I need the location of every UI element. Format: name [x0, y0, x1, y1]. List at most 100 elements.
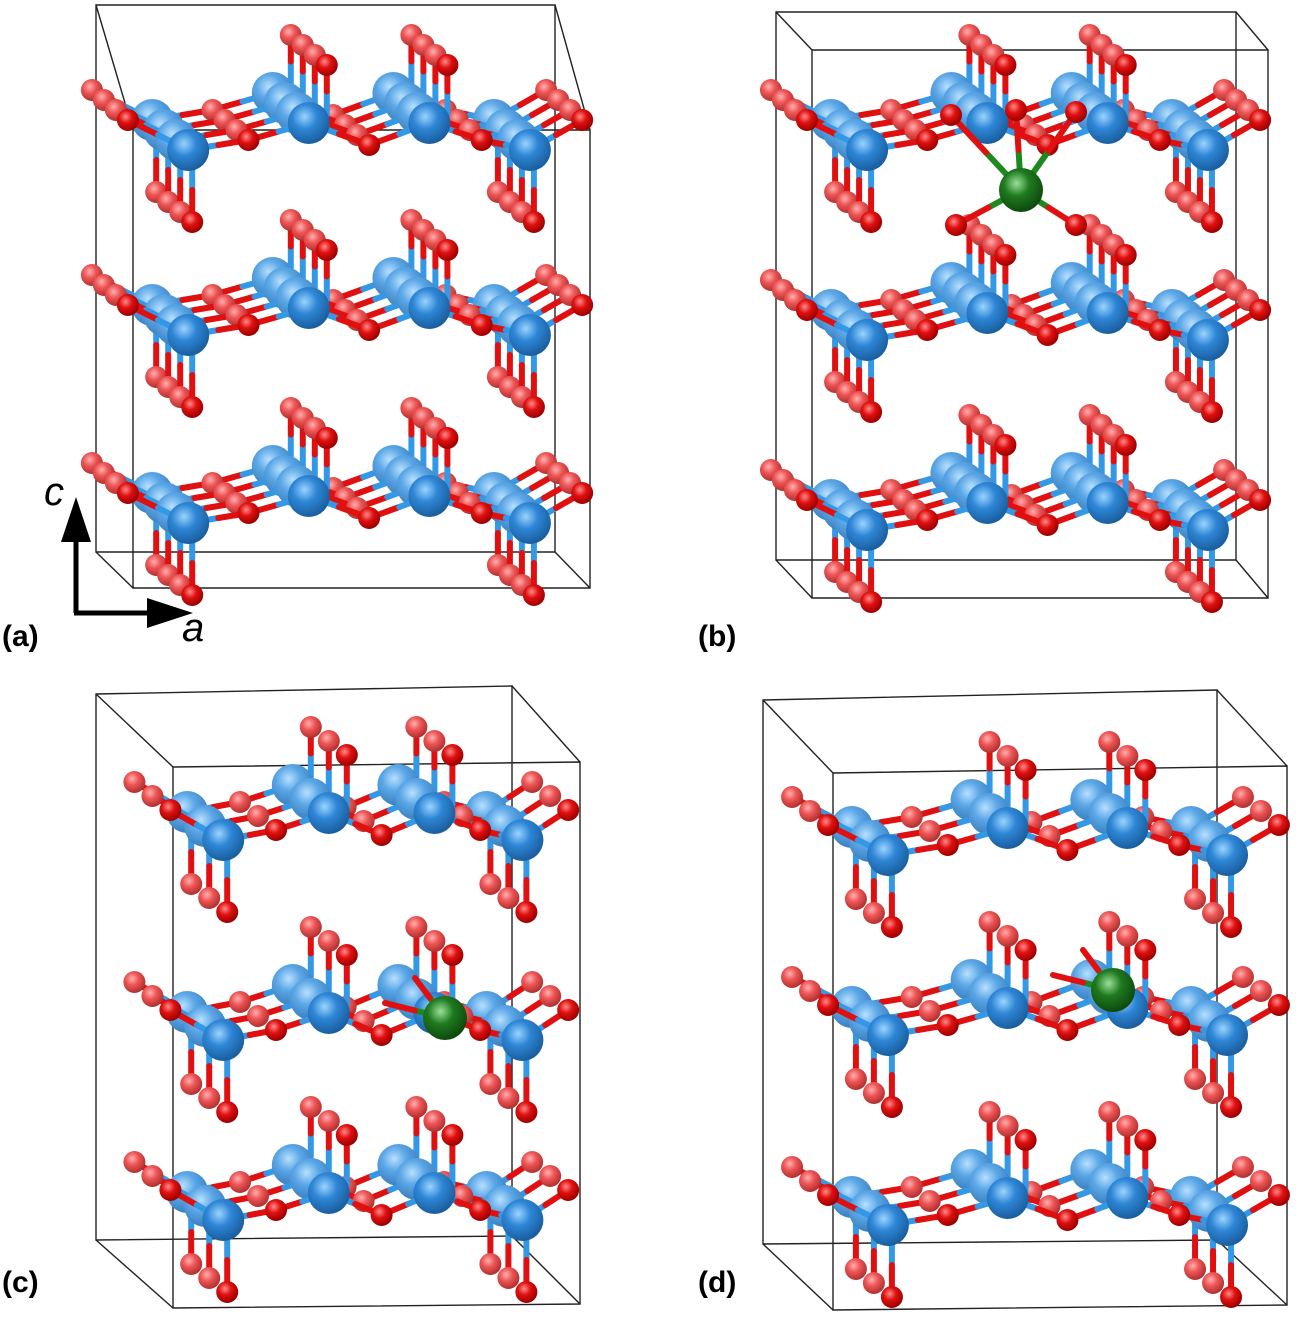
dopant-site	[1050, 947, 1135, 1012]
oxygen-atom	[159, 999, 182, 1021]
oxygen-atom	[781, 1156, 804, 1178]
oxygen-atom	[1168, 834, 1191, 856]
oxygen-atom	[247, 1005, 269, 1027]
oxide-layer	[123, 1096, 580, 1303]
metal-atom	[866, 1204, 909, 1246]
metal-atom	[1106, 1177, 1149, 1219]
oxygen-atom	[1116, 745, 1139, 767]
oxygen-atom	[497, 887, 520, 909]
oxygen-atom	[515, 1281, 538, 1303]
bond	[412, 975, 433, 1001]
oxygen-atom	[237, 502, 260, 524]
oxygen-atom	[1036, 514, 1059, 536]
c-axis-arrowhead-icon	[61, 497, 91, 542]
axis-arrows	[61, 497, 193, 628]
oxygen-atom	[470, 129, 493, 151]
oxygen-atom	[817, 814, 840, 836]
oxide-layer	[80, 24, 594, 233]
oxygen-atom	[370, 824, 393, 846]
oxygen-atom	[795, 299, 818, 321]
oxygen-atom	[1249, 980, 1272, 1002]
panel-a: c a (a)	[0, 0, 650, 660]
oxygen-atom	[1220, 1286, 1243, 1308]
oxygen-atom	[198, 887, 221, 909]
oxygen-atom	[539, 1165, 562, 1187]
metal-atom	[501, 819, 544, 861]
oxygen-atom	[1098, 1101, 1121, 1123]
metal-atom	[1206, 1204, 1249, 1246]
oxygen-atom	[265, 819, 287, 841]
oxygen-atom	[441, 1124, 464, 1146]
metal-atom	[1206, 1014, 1249, 1056]
oxygen-atom	[469, 1019, 492, 1041]
oxygen-atom	[229, 991, 251, 1013]
oxygen-atom	[996, 1115, 1019, 1137]
oxygen-atom	[557, 799, 580, 821]
oxygen-atom	[470, 502, 493, 524]
oxygen-atom	[181, 584, 204, 606]
metal-atom	[986, 807, 1029, 849]
oxygen-atom	[940, 104, 962, 126]
metal-atom	[307, 792, 350, 834]
oxygen-atom	[358, 507, 381, 529]
panel-b: (b)	[698, 11, 1272, 653]
oxide-layer	[781, 1101, 1290, 1308]
oxygen-atom	[441, 744, 464, 766]
oxygen-atom	[216, 1281, 239, 1303]
oxygen-atom	[916, 509, 939, 531]
oxygen-atom	[299, 1096, 322, 1118]
oxygen-atom	[916, 129, 939, 151]
oxygen-atom	[315, 54, 338, 76]
oxygen-atom	[247, 1185, 269, 1207]
oxygen-atom	[299, 716, 322, 738]
metal-atom	[1186, 129, 1229, 171]
oxide-layer	[759, 404, 1272, 613]
oxygen-atom	[1267, 994, 1290, 1016]
panel-label-d: (d)	[698, 1266, 737, 1299]
oxygen-atom	[1202, 1272, 1225, 1294]
oxygen-atom	[123, 1151, 146, 1173]
metal-atom	[1106, 807, 1149, 849]
oxygen-atom	[1148, 319, 1171, 341]
oxygen-atom	[1231, 1156, 1254, 1178]
metal-atom	[202, 819, 245, 861]
metal-atom	[167, 502, 210, 544]
oxygen-atom	[180, 1253, 203, 1275]
oxygen-atom	[299, 916, 322, 938]
oxygen-atom	[237, 129, 260, 151]
oxygen-atom	[1065, 214, 1087, 236]
oxygen-atom	[1114, 244, 1137, 266]
oxygen-atom	[247, 805, 269, 827]
metal-atom	[501, 1199, 544, 1241]
oxygen-atom	[1220, 1096, 1243, 1118]
oxygen-atom	[1200, 401, 1223, 423]
axis-label-a: a	[182, 606, 205, 650]
oxygen-atom	[358, 134, 381, 156]
dopant-atom	[999, 168, 1043, 212]
metal-atom	[1086, 482, 1129, 524]
oxygen-atom	[1168, 1204, 1191, 1226]
oxygen-atom	[469, 1199, 492, 1221]
metal-atom	[307, 992, 350, 1034]
oxygen-atom	[862, 902, 885, 924]
oxygen-atom	[216, 901, 239, 923]
oxygen-atom	[216, 1101, 239, 1123]
oxygen-atom	[795, 489, 818, 511]
panel-label-c: (c)	[2, 1266, 39, 1299]
oxygen-atom	[521, 971, 544, 993]
dopant-site	[940, 99, 1087, 236]
oxygen-atom	[1098, 911, 1121, 933]
metal-atom	[167, 129, 210, 171]
oxygen-atom	[436, 239, 459, 261]
metal-atom	[287, 475, 330, 517]
oxygen-atom	[522, 211, 545, 233]
oxide-layer	[759, 214, 1272, 423]
oxygen-atom	[799, 1170, 822, 1192]
oxygen-atom	[123, 971, 146, 993]
metal-atom	[866, 834, 909, 876]
oxygen-atom	[423, 730, 446, 752]
oxygen-atom	[880, 1096, 903, 1118]
oxygen-atom	[1148, 129, 1171, 151]
oxygen-atom	[198, 1087, 221, 1109]
